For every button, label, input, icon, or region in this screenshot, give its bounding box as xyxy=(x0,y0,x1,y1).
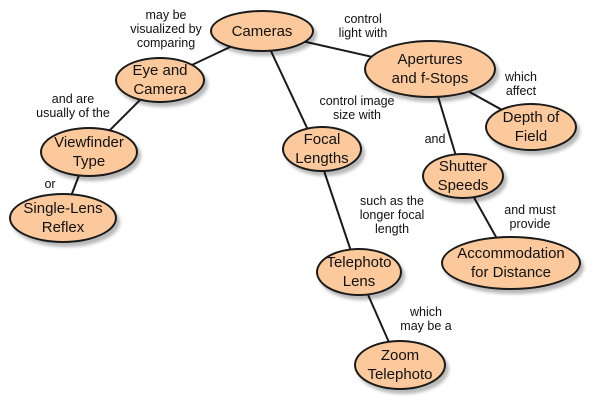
node-focal-lengths[interactable]: Focal Lengths xyxy=(282,126,362,172)
label-such-as-longer: such as the longer focal length xyxy=(359,194,425,236)
node-zoom-telephoto[interactable]: Zoom Telephoto xyxy=(354,340,446,390)
node-accommodation-for-distance[interactable]: Accommodation for Distance xyxy=(441,236,581,290)
node-cameras[interactable]: Cameras xyxy=(210,10,314,52)
label-and-must-provide: and must provide xyxy=(504,203,556,231)
label-and-are-usually: and are usually of the xyxy=(36,92,110,120)
node-shutter-speeds[interactable]: Shutter Speeds xyxy=(422,153,504,199)
node-single-lens-reflex[interactable]: Single-Lens Reflex xyxy=(9,193,117,243)
label-and: and xyxy=(424,132,446,146)
node-eye-and-camera[interactable]: Eye and Camera xyxy=(115,57,205,103)
label-control-light-with: control light with xyxy=(338,12,388,40)
label-which-may-be-a: which may be a xyxy=(400,305,452,333)
label-control-image-size: control image size with xyxy=(319,94,395,122)
node-apertures-f-stops[interactable]: Apertures and f-Stops xyxy=(364,40,496,98)
node-depth-of-field[interactable]: Depth of Field xyxy=(485,103,577,151)
label-which-affect: which affect xyxy=(505,70,537,98)
label-may-be-visualized: may be visualized by comparing xyxy=(130,8,202,50)
label-or: or xyxy=(44,177,56,191)
node-telephoto-lens[interactable]: Telephoto Lens xyxy=(316,248,402,296)
node-viewfinder-type[interactable]: Viewfinder Type xyxy=(40,127,138,177)
